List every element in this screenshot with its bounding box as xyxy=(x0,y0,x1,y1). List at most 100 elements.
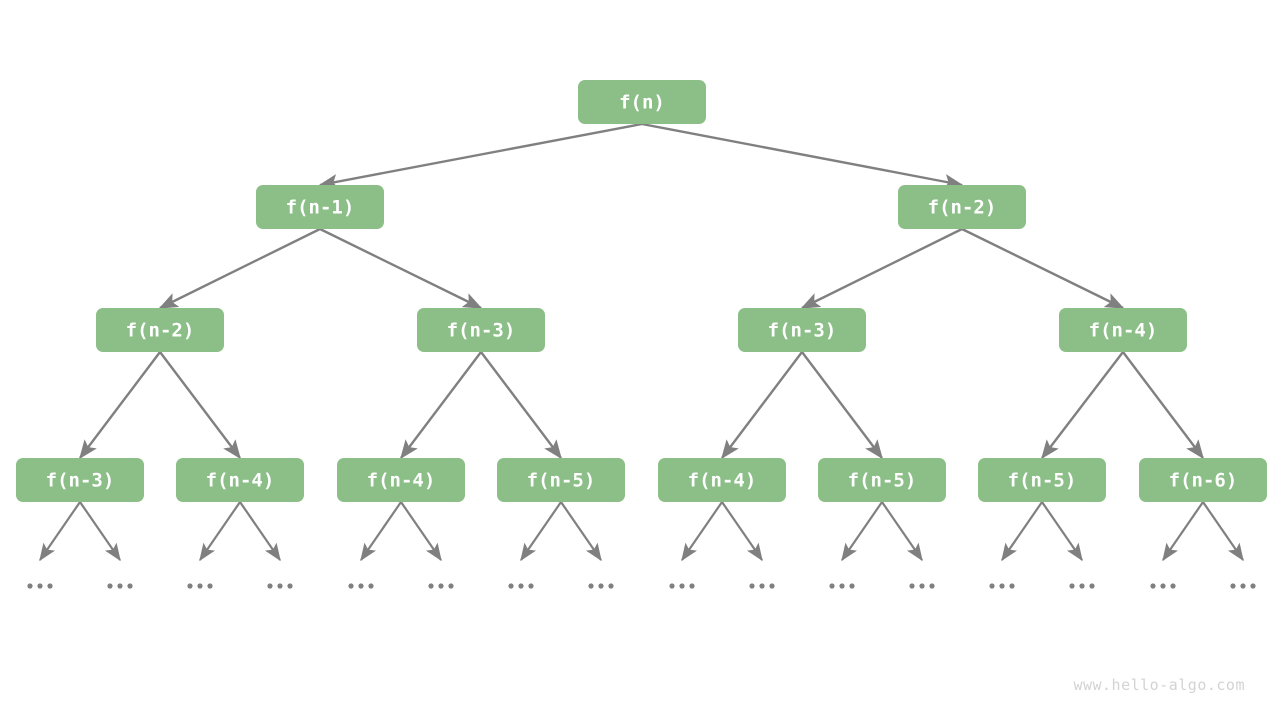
tree-node-box xyxy=(738,308,866,352)
tree-edge xyxy=(158,227,321,310)
ellipsis-dot xyxy=(1089,583,1095,589)
ellipsis-dot xyxy=(839,583,845,589)
ellipsis-dot xyxy=(749,583,755,589)
tree-node-label: f(n-4) xyxy=(206,470,275,492)
ellipsis-dot xyxy=(27,583,33,589)
ellipsis-dot xyxy=(769,583,775,589)
leaf-stub-edge xyxy=(199,501,241,562)
ellipsis-dot xyxy=(849,583,855,589)
tree-node-box xyxy=(818,458,946,502)
tree-node-label: f(n-3) xyxy=(447,320,516,342)
tree-node-label: f(n-5) xyxy=(1008,470,1077,492)
tree-edge xyxy=(801,351,883,460)
ellipsis-marker xyxy=(588,583,614,589)
tree-node[interactable]: f(n-2) xyxy=(96,308,224,352)
ellipsis-dot xyxy=(669,583,675,589)
tree-edge xyxy=(1122,351,1204,460)
leaf-stub-edge xyxy=(841,501,883,562)
watermark-label: www.hello-algo.com xyxy=(1073,676,1245,694)
ellipsis-dot xyxy=(37,583,43,589)
ellipsis-dot xyxy=(1069,583,1075,589)
ellipsis-dot xyxy=(829,583,835,589)
ellipsis-dot xyxy=(679,583,685,589)
tree-node-label: f(n) xyxy=(619,92,665,114)
ellipsis-dot xyxy=(929,583,935,589)
leaf-stub-edge xyxy=(520,501,562,562)
leaf-stub-edge xyxy=(360,501,402,562)
tree-node-box xyxy=(176,458,304,502)
ellipsis-dot xyxy=(1009,583,1015,589)
edges-layer xyxy=(79,122,1204,460)
ellipsis-dot xyxy=(598,583,604,589)
tree-node[interactable]: f(n-3) xyxy=(738,308,866,352)
ellipsis-dot xyxy=(1079,583,1085,589)
ellipsis-layer xyxy=(27,583,1256,589)
leaf-stub-edge xyxy=(881,501,923,562)
tree-node[interactable]: f(n-4) xyxy=(658,458,786,502)
tree-node[interactable]: f(n-5) xyxy=(497,458,625,502)
tree-node[interactable]: f(n-1) xyxy=(256,185,384,229)
ellipsis-dot xyxy=(588,583,594,589)
ellipsis-dot xyxy=(47,583,53,589)
leaf-stub-edge xyxy=(1202,501,1244,562)
tree-edge xyxy=(961,227,1125,310)
tree-edge xyxy=(1041,351,1124,460)
ellipsis-marker xyxy=(187,583,213,589)
tree-node[interactable]: f(n-5) xyxy=(978,458,1106,502)
tree-node-box xyxy=(417,308,545,352)
tree-node-box xyxy=(1139,458,1267,502)
leaf-stub-edge xyxy=(681,501,723,562)
ellipsis-marker xyxy=(669,583,695,589)
ellipsis-dot xyxy=(428,583,434,589)
ellipsis-dot xyxy=(287,583,293,589)
tree-node-label: f(n-6) xyxy=(1169,470,1238,492)
ellipsis-dot xyxy=(267,583,273,589)
ellipsis-dot xyxy=(438,583,444,589)
tree-edge xyxy=(318,122,643,190)
ellipsis-dot xyxy=(117,583,123,589)
ellipsis-marker xyxy=(348,583,374,589)
leaf-stubs-layer xyxy=(39,501,1244,562)
leaf-stub-edge xyxy=(239,501,281,562)
tree-node-label: f(n-5) xyxy=(848,470,917,492)
tree-node[interactable]: f(n-4) xyxy=(1059,308,1187,352)
tree-node[interactable]: f(n-6) xyxy=(1139,458,1267,502)
ellipsis-marker xyxy=(1069,583,1095,589)
tree-node[interactable]: f(n-2) xyxy=(898,185,1026,229)
ellipsis-dot xyxy=(528,583,534,589)
tree-node-box xyxy=(497,458,625,502)
ellipsis-marker xyxy=(107,583,133,589)
ellipsis-dot xyxy=(1240,583,1246,589)
tree-edge xyxy=(480,351,562,460)
tree-node[interactable]: f(n) xyxy=(578,80,706,124)
tree-node-box xyxy=(578,80,706,124)
ellipsis-dot xyxy=(909,583,915,589)
tree-node-box xyxy=(658,458,786,502)
tree-node[interactable]: f(n-4) xyxy=(337,458,465,502)
tree-edge xyxy=(159,351,241,460)
ellipsis-dot xyxy=(1170,583,1176,589)
tree-node-box xyxy=(96,308,224,352)
leaf-stub-edge xyxy=(721,501,763,562)
ellipsis-dot xyxy=(508,583,514,589)
ellipsis-dot xyxy=(689,583,695,589)
tree-node-box xyxy=(898,185,1026,229)
ellipsis-dot xyxy=(127,583,133,589)
ellipsis-dot xyxy=(187,583,193,589)
tree-node[interactable]: f(n-4) xyxy=(176,458,304,502)
ellipsis-dot xyxy=(1160,583,1166,589)
tree-node-label: f(n-3) xyxy=(46,470,115,492)
ellipsis-marker xyxy=(27,583,53,589)
tree-node[interactable]: f(n-3) xyxy=(417,308,545,352)
ellipsis-marker xyxy=(829,583,855,589)
ellipsis-marker xyxy=(749,583,775,589)
tree-node[interactable]: f(n-5) xyxy=(818,458,946,502)
ellipsis-marker xyxy=(508,583,534,589)
leaf-stub-edge xyxy=(1162,501,1204,562)
tree-node[interactable]: f(n-3) xyxy=(16,458,144,502)
ellipsis-dot xyxy=(518,583,524,589)
tree-node-box xyxy=(337,458,465,502)
ellipsis-dot xyxy=(759,583,765,589)
leaf-stub-edge xyxy=(1001,501,1043,562)
